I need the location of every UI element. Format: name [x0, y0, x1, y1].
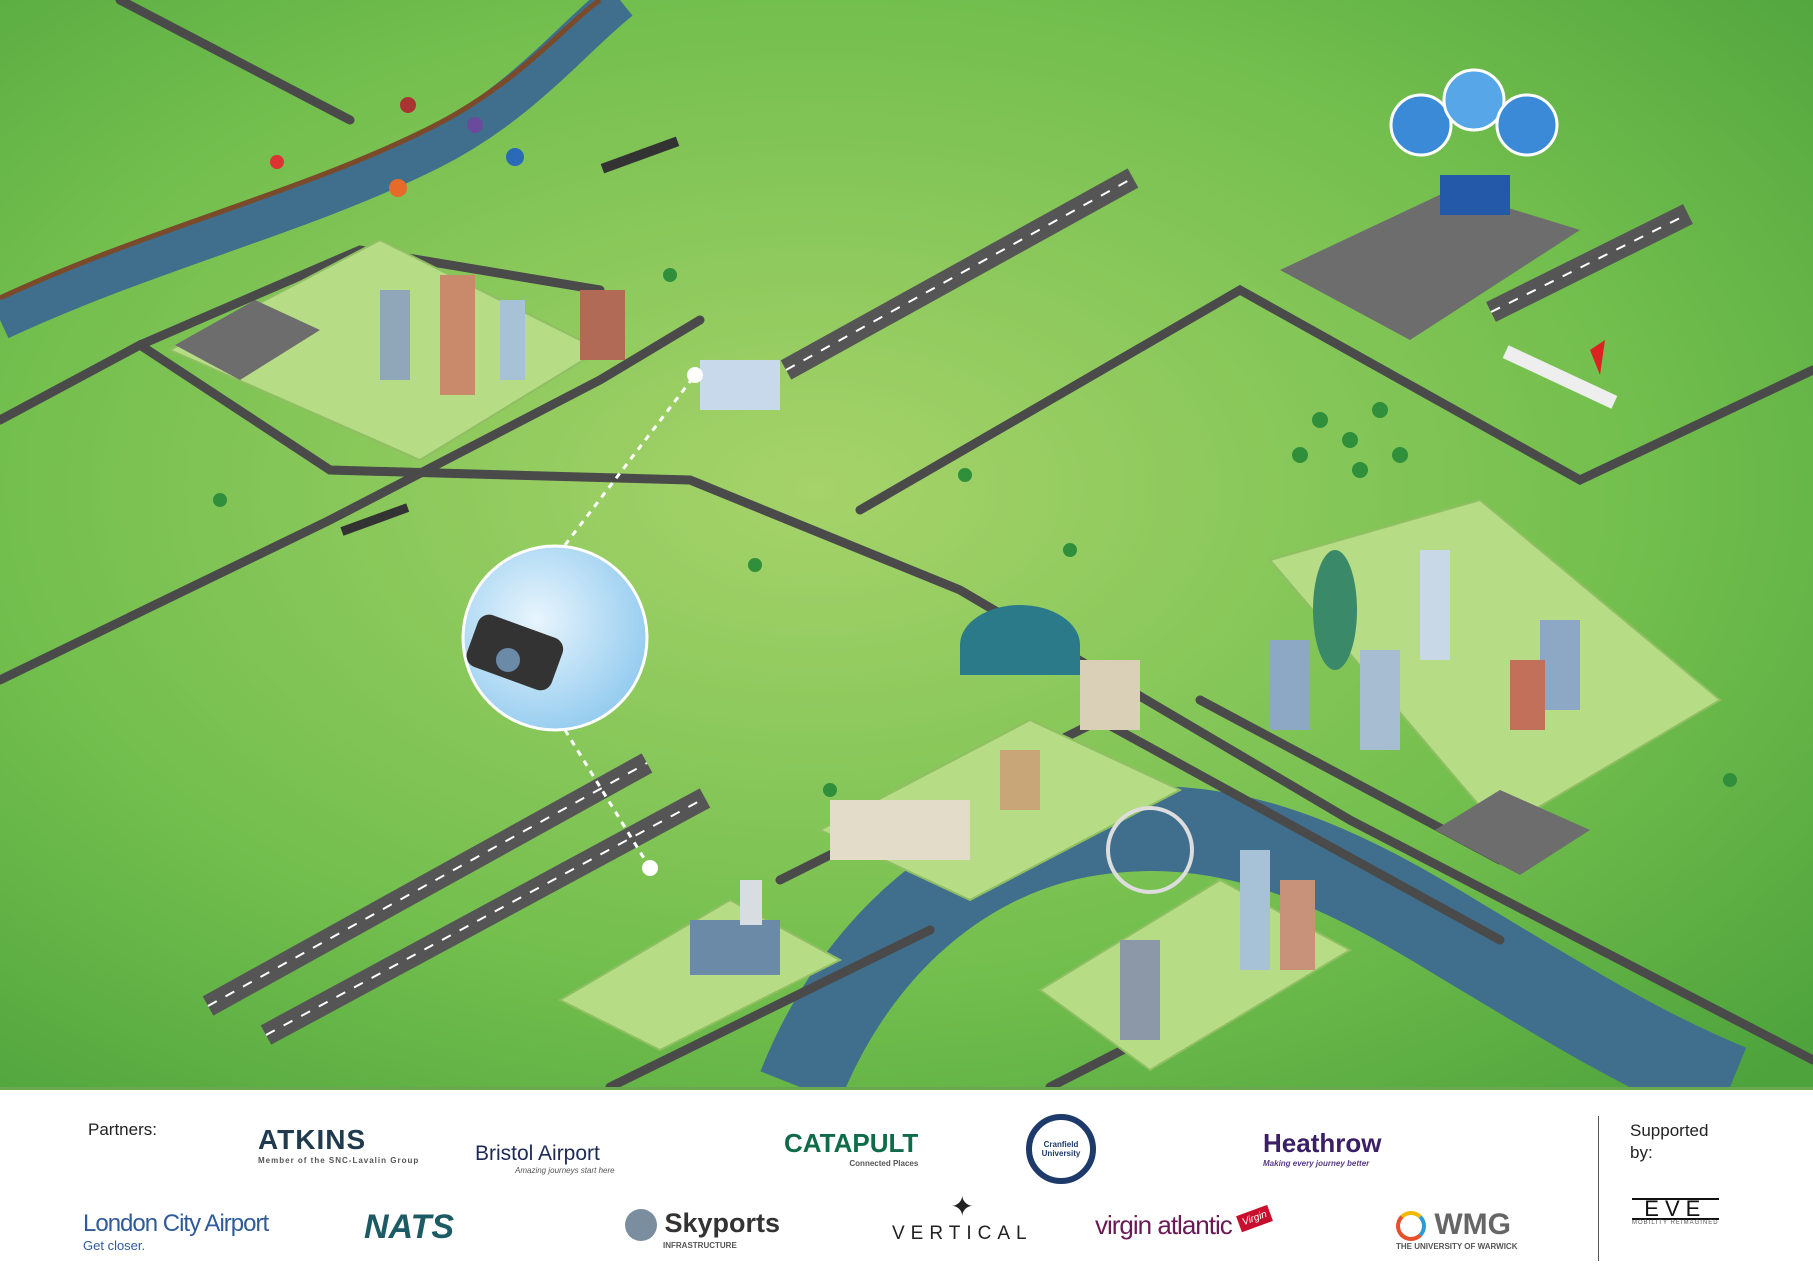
logo-eve[interactable]: EVE MOBILITY REIMAGINED [1632, 1198, 1719, 1226]
logo-skyports[interactable]: Skyports INFRASTRUCTURE [625, 1208, 780, 1250]
logo-wmg[interactable]: WMG THE UNIVERSITY OF WARWICK [1396, 1208, 1518, 1251]
logo-atkins[interactable]: ATKINS Member of the SNC-Lavalin Group [258, 1124, 419, 1165]
logo-bristol-airport[interactable]: Bristol Airport Amazing journeys start h… [475, 1142, 615, 1175]
logo-name: CATAPULT [784, 1128, 919, 1158]
evtol-aircraft-icon [340, 136, 680, 536]
london-eye-icon [1106, 806, 1194, 894]
buildings [380, 175, 1580, 1040]
trees [213, 268, 1737, 797]
helipad-east [1435, 790, 1590, 875]
logo-tagline: Member of the SNC-Lavalin Group [258, 1156, 420, 1165]
vertiport-pad [1280, 190, 1580, 340]
partners-label: Partners: [88, 1120, 157, 1139]
logo-name: London City Airport [83, 1210, 269, 1237]
logo-tagline: INFRASTRUCTURE [663, 1240, 737, 1250]
urban-air-mobility-map [0, 0, 1813, 1087]
logo-tagline: Making every journey better [1263, 1159, 1370, 1168]
evtol-aircraft-red-tail-icon [1502, 340, 1618, 409]
partners-footer: Partners: ATKINS Member of the SNC-Laval… [0, 1087, 1813, 1283]
logo-name: EVE [1632, 1198, 1719, 1220]
hot-air-balloon-icon [270, 97, 524, 197]
logo-tagline: Get closer. [83, 1238, 146, 1253]
logo-name: ATKINS [258, 1124, 367, 1155]
logo-name: virgin atlantic [1095, 1210, 1233, 1240]
logo-heathrow[interactable]: Heathrow Making every journey better [1263, 1128, 1381, 1168]
logo-name: VERTICAL [892, 1223, 1033, 1244]
logo-virgin-atlantic[interactable]: virgin atlantic Virgin [1095, 1204, 1274, 1241]
logo-tagline: MOBILITY REIMAGINED [1632, 1220, 1719, 1226]
logo-name: WMG [1434, 1208, 1511, 1241]
bird-icon: ✦ [950, 1191, 975, 1222]
logo-name: NATS [364, 1208, 455, 1246]
divider [1598, 1116, 1599, 1261]
callout-line [563, 729, 652, 869]
logo-vertical[interactable]: ✦ VERTICAL [892, 1190, 1033, 1245]
logo-name: Cranfield University [1041, 1140, 1081, 1158]
vr-headset-icon [461, 544, 649, 732]
logo-nats[interactable]: NATS [364, 1208, 454, 1247]
logo-tagline: Connected Places [849, 1159, 919, 1168]
skyports-icon [625, 1208, 657, 1241]
logo-name: Heathrow [1263, 1128, 1382, 1158]
helipad-west [175, 300, 320, 380]
virgin-flag-icon: Virgin [1236, 1204, 1274, 1233]
logo-name: Skyports [664, 1208, 781, 1238]
river-north [0, 0, 633, 339]
logo-tagline: THE UNIVERSITY OF WARWICK [1396, 1242, 1518, 1251]
logo-london-city-airport[interactable]: London City Airport Get closer. [83, 1210, 269, 1253]
supported-label: Supported by: [1630, 1121, 1709, 1162]
logo-catapult[interactable]: CATAPULT Connected Places [784, 1128, 918, 1168]
logo-tagline: Amazing journeys start here [515, 1166, 615, 1175]
river-north-bank [0, 0, 602, 301]
wmg-swirl-icon [1396, 1211, 1426, 1242]
river-thames [760, 786, 1747, 1087]
logo-cranfield-university[interactable]: Cranfield University [1026, 1114, 1096, 1184]
skills-bubbles [1389, 68, 1559, 157]
logo-name: Bristol Airport [475, 1142, 600, 1165]
